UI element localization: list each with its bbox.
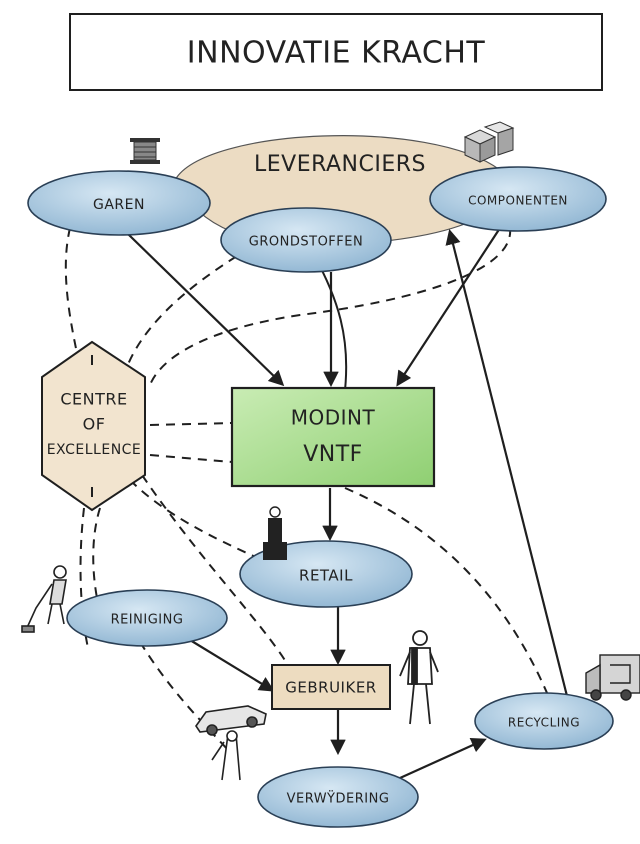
node-centre-of-excellence: CENTRE OF EXCELLENCE xyxy=(41,340,146,512)
node-reiniging: REINIGING xyxy=(66,589,228,647)
gebruiker-label: GEBRUIKER xyxy=(285,679,376,697)
recycling-label: RECYCLING xyxy=(508,716,580,730)
arrow-garen-modint xyxy=(127,233,285,387)
flow-arrows xyxy=(127,227,570,780)
node-grondstoffen: GRONDSTOFFEN xyxy=(220,207,392,273)
centre-label-1: CENTRE xyxy=(60,390,127,409)
arrow-componenten-modint xyxy=(396,227,501,387)
user-figure-icon xyxy=(399,630,439,725)
node-componenten: COMPONENTEN xyxy=(429,166,607,232)
businessman-icon xyxy=(263,506,287,560)
leveranciers-label: LEVERANCIERS xyxy=(254,152,426,177)
centre-label-3: EXCELLENCE xyxy=(47,442,142,458)
spool-icon xyxy=(130,138,160,164)
arrow-verwijdering-recycling xyxy=(399,738,487,780)
cleaner-icon xyxy=(21,565,67,633)
title-box xyxy=(69,13,603,91)
node-recycling: RECYCLING xyxy=(474,692,614,750)
node-modint-vntf: MODINT VNTF xyxy=(230,386,436,488)
modint-label-2: VNTF xyxy=(303,442,363,467)
componenten-label: COMPONENTEN xyxy=(468,194,568,208)
arrow-recycling-componenten xyxy=(445,229,570,701)
building-blocks-icon xyxy=(463,121,515,163)
centre-label-2: OF xyxy=(83,415,106,434)
retail-label: RETAIL xyxy=(299,567,353,585)
diagram-title: INNOVATIE KRACHT xyxy=(187,36,486,71)
garen-label: GAREN xyxy=(93,197,145,213)
node-garen: GAREN xyxy=(27,170,211,236)
car-carrier-icon xyxy=(195,705,267,781)
node-gebruiker: GEBRUIKER xyxy=(271,664,391,710)
modint-label-1: MODINT xyxy=(291,406,376,430)
arrow-reiniging-gebruiker xyxy=(189,639,275,692)
grondstoffen-label: GRONDSTOFFEN xyxy=(249,235,363,250)
verwijdering-label: VERWŸDERING xyxy=(287,791,390,807)
reiniging-label: REINIGING xyxy=(111,613,184,628)
truck-icon xyxy=(585,654,640,701)
node-verwijdering: VERWŸDERING xyxy=(257,766,419,828)
